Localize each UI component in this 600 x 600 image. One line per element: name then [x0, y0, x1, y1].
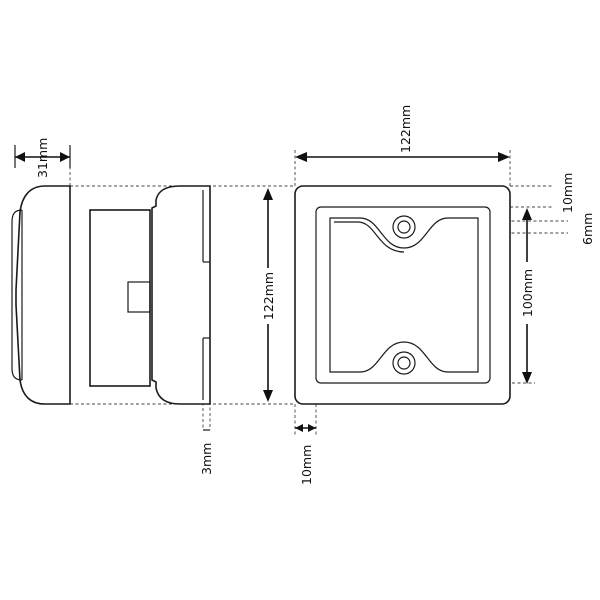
dimension-31mm: [14, 145, 71, 168]
bottom-mounting-hole: [392, 351, 416, 375]
label-front-122mm: 122mm: [398, 105, 413, 153]
label-31mm: 31mm: [35, 138, 50, 178]
dimension-100mm: [519, 208, 535, 384]
side-view-cover: [11, 185, 71, 405]
label-side-122mm: 122mm: [261, 272, 276, 320]
dimension-side-122mm: [260, 188, 276, 402]
label-100mm: 100mm: [520, 269, 535, 317]
front-view: [294, 185, 511, 405]
top-mounting-hole: [392, 215, 416, 239]
label-3mm: 3mm: [199, 443, 214, 475]
side-view-body: [89, 209, 151, 387]
dimension-10mm-bottom: [295, 424, 316, 432]
dimension-front-122mm: [295, 152, 510, 162]
label-10mm-top: 10mm: [560, 173, 575, 213]
label-10mm-bottom: 10mm: [299, 445, 314, 485]
side-view-base: [151, 185, 211, 405]
label-6mm: 6mm: [580, 213, 595, 245]
